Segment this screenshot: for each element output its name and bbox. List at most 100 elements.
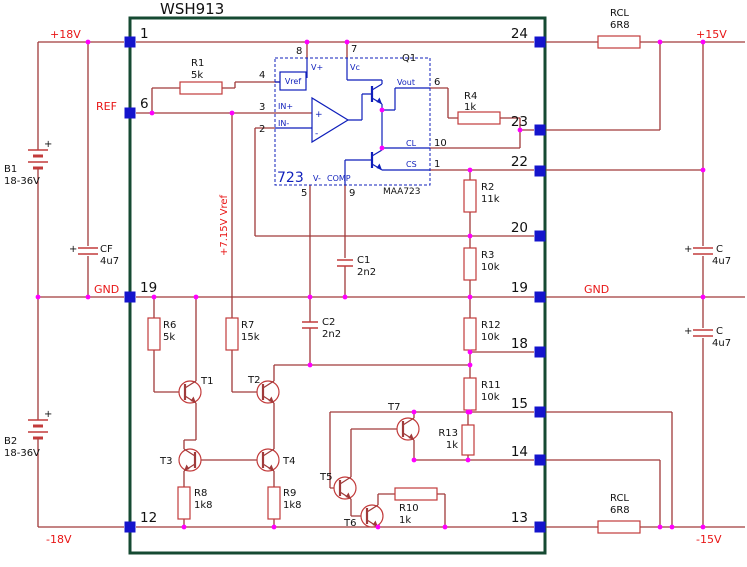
pin-label-15: 15 xyxy=(511,396,528,412)
ic723-signal-vc: Vc xyxy=(350,63,360,72)
resistor-r4-value: 1k xyxy=(464,102,476,113)
wire-right-rails xyxy=(546,41,745,528)
pin-label-20: 20 xyxy=(511,220,528,236)
ic723-signal-cs: CS xyxy=(406,160,417,169)
battery-b2-value: 18-36V xyxy=(4,448,40,459)
resistor-r2-name: R2 xyxy=(481,182,494,193)
pin-square-19r xyxy=(534,291,546,303)
transistor-t4-label: T4 xyxy=(282,456,295,467)
pin-label-24: 24 xyxy=(511,26,528,42)
ic723-signal-vminus: V- xyxy=(313,174,321,183)
resistor-rcl-top-body xyxy=(597,35,641,49)
capacitor-cbot-name: C xyxy=(716,326,723,337)
rail-label-gnd-right: GND xyxy=(584,283,609,296)
capacitor-c1-value: 2n2 xyxy=(357,267,376,278)
resistor-r9-value: 1k8 xyxy=(283,500,302,511)
transistor-t3-arrow xyxy=(184,464,190,471)
resistor-r1-body xyxy=(179,81,223,95)
pin-label-13: 13 xyxy=(511,510,528,526)
battery-b1-short-plates xyxy=(33,154,43,170)
pin-square-23 xyxy=(534,124,546,136)
junction-dots xyxy=(35,39,706,530)
rail-label-vref-715: +7.15V Vref xyxy=(219,194,230,256)
capacitor-cf-plates xyxy=(78,247,98,255)
resistor-r10-name: R10 xyxy=(399,503,419,514)
transistor-t1-arrow xyxy=(190,396,196,403)
capacitor-ctop-value: 4u7 xyxy=(712,256,731,267)
capacitor-c2-name: C2 xyxy=(322,317,335,328)
pin-square-18 xyxy=(534,346,546,358)
ic723-part-number: MAA723 xyxy=(383,187,421,197)
ic723-signal-vout: Vout xyxy=(397,78,415,87)
battery-b1-long-plates xyxy=(28,149,48,163)
ic723-pin-10: 10 xyxy=(434,138,447,149)
rail-label-plus18: +18V xyxy=(50,28,81,41)
resistor-r8-name: R8 xyxy=(194,488,207,499)
ic723-pin-8: 8 xyxy=(296,46,302,57)
resistor-r10-value: 1k xyxy=(399,515,411,526)
resistor-r7-body xyxy=(225,317,239,351)
pin-label-19l: 19 xyxy=(140,280,157,296)
ic723-vref-box xyxy=(279,71,307,91)
resistor-rcl-bot-value: 6R8 xyxy=(610,505,630,516)
wire-r6-t1 xyxy=(153,297,197,449)
opamp-minus-sign: - xyxy=(315,129,318,139)
resistor-r9-name: R9 xyxy=(283,488,296,499)
rail-label-minus15: -15V xyxy=(696,533,722,546)
battery-b1-plus-sign: + xyxy=(44,139,52,150)
wire-ref-r1 xyxy=(136,81,312,114)
pin-label-22: 22 xyxy=(511,154,528,170)
pin-square-19l xyxy=(124,291,136,303)
transistor-t4-arrow xyxy=(268,464,274,471)
resistor-r6-name: R6 xyxy=(163,320,176,331)
resistor-r11-name: R11 xyxy=(481,380,501,391)
wire-r12-r11-pins xyxy=(330,297,534,461)
resistor-r9-body xyxy=(267,486,281,520)
capacitor-cbot-value: 4u7 xyxy=(712,338,731,349)
resistor-r2-body xyxy=(463,179,477,213)
wire-t5-t6-t7-r10 xyxy=(329,412,446,527)
capacitor-ctop-name: C xyxy=(716,244,723,255)
pin-square-20 xyxy=(534,230,546,242)
capacitor-c2-value: 2n2 xyxy=(322,329,341,340)
transistor-t7-arrow xyxy=(408,433,414,440)
resistor-r1-value: 5k xyxy=(191,70,203,81)
ic723-signal-comp: COMP xyxy=(327,174,351,183)
rail-label-ref: REF xyxy=(96,100,117,113)
rail-label-minus18: -18V xyxy=(46,533,72,546)
ic723-signal-cl: CL xyxy=(406,139,417,148)
resistor-r13-value: 1k xyxy=(446,440,458,451)
resistor-r11-value: 10k xyxy=(481,392,500,403)
battery-b2-short-plates xyxy=(33,424,43,440)
ic723-pin-2: 2 xyxy=(259,124,265,135)
pin-label-6: 6 xyxy=(140,96,149,112)
module-title: WSH913 xyxy=(160,0,224,18)
module-pin-squares xyxy=(124,36,546,533)
pin-label-14: 14 xyxy=(511,444,528,460)
pin-square-12 xyxy=(124,521,136,533)
pin-square-14 xyxy=(534,454,546,466)
resistor-r7-name: R7 xyxy=(241,320,254,331)
capacitor-cbot-plates xyxy=(693,329,713,337)
resistor-r6-value: 5k xyxy=(163,332,175,343)
ic723-opamp xyxy=(311,96,350,144)
ic723-pin-7: 7 xyxy=(351,44,357,55)
resistor-r3-body xyxy=(463,247,477,281)
resistor-r3-value: 10k xyxy=(481,262,500,273)
battery-b2-name: B2 xyxy=(4,436,17,447)
resistor-r7-value: 15k xyxy=(241,332,260,343)
battery-b1-value: 18-36V xyxy=(4,176,40,187)
capacitor-ctop-plates xyxy=(693,247,713,255)
resistor-r6-body xyxy=(147,317,161,351)
resistor-r1-name: R1 xyxy=(191,58,204,69)
pin-square-13 xyxy=(534,521,546,533)
ic723-pin-9: 9 xyxy=(349,188,355,199)
pin-square-6 xyxy=(124,107,136,119)
ic723-signal-vref: Vref xyxy=(285,77,302,86)
capacitor-cf-plus-sign: + xyxy=(69,244,77,255)
wire-left-rails xyxy=(37,41,124,528)
resistor-r2-value: 11k xyxy=(481,194,500,205)
transistor-t3-label: T3 xyxy=(159,456,172,467)
